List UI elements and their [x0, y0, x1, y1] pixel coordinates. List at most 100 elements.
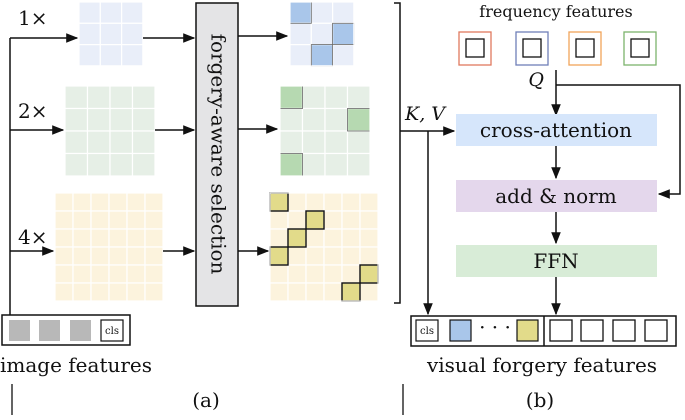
- out-grid-4x-cell: [323, 210, 343, 230]
- out-grid-1x-selected-cell: [332, 22, 355, 46]
- grid-4x-cell: [126, 282, 146, 302]
- output-cls-token: [415, 319, 439, 342]
- output-frequency-token: [549, 319, 573, 342]
- out-grid-4x-selected-cell: [269, 246, 289, 266]
- out-grid-1x-cell: [332, 43, 355, 67]
- grid-4x-cell: [90, 282, 110, 302]
- out-grid-4x-cell: [305, 192, 325, 212]
- out-grid-4x-cell: [341, 264, 361, 284]
- grid-1x-cell: [99, 1, 123, 24]
- out-grid-2x-cell: [346, 85, 371, 110]
- grid-1x-cell: [78, 22, 101, 46]
- grid-2x-cell: [86, 107, 111, 132]
- grid-4x-cell: [126, 264, 146, 284]
- grid-4x-cell: [54, 264, 74, 284]
- out-grid-2x-selected-cell: [279, 85, 304, 110]
- out-grid-1x-selected-cell: [310, 43, 334, 67]
- out-grid-4x-cell: [305, 264, 325, 284]
- feature-grid-2x: [64, 85, 156, 177]
- grid-4x-cell: [90, 264, 110, 284]
- grid-2x-cell: [131, 107, 156, 132]
- out-grid-4x-cell: [359, 192, 379, 212]
- output-frequency-tokens: [549, 319, 668, 342]
- frequency-token: [465, 38, 485, 58]
- image-token-3: [70, 320, 91, 341]
- out-grid-2x-cell: [346, 152, 371, 177]
- grid-2x-cell: [86, 130, 111, 155]
- out-grid-4x-frame: [269, 192, 379, 302]
- grid-4x-cell: [126, 210, 146, 230]
- grid-4x-cell: [126, 246, 146, 266]
- out-grid-2x-cell: [346, 130, 371, 155]
- out-grid-1x-cell: [332, 1, 355, 24]
- q-label: Q: [528, 69, 544, 91]
- image-token-2: [39, 320, 60, 341]
- frequency-token: [575, 38, 595, 58]
- out-grid-4x-cell: [287, 210, 307, 230]
- grid-4x-cell: [54, 228, 74, 248]
- out-grid-4x-cell: [305, 246, 325, 266]
- out-grid-2x-cell: [301, 107, 326, 132]
- output-token-blue: [449, 319, 472, 342]
- out-grid-4x-cell: [323, 192, 343, 212]
- grid-4x-cell: [126, 192, 146, 212]
- out-grid-4x-cell: [269, 228, 289, 248]
- scale-label-2x: 2×: [18, 99, 47, 123]
- caption-a: (a): [192, 388, 220, 412]
- frequency-tokens: [458, 31, 657, 66]
- grid-4x-cell: [108, 210, 128, 230]
- visual-forgery-features-label: visual forgery features: [426, 353, 657, 377]
- out-grid-4x-selected-cell: [341, 282, 361, 302]
- out-grid-1x-frame: [289, 1, 355, 67]
- cross-attention-label: cross-attention: [480, 118, 632, 142]
- grid-2x-cell: [64, 107, 89, 132]
- frequency-token: [630, 38, 650, 58]
- out-grid-2x-cell: [279, 107, 304, 132]
- out-grid-4x-cell: [305, 282, 325, 302]
- out-grid-2x-frame: [279, 85, 371, 177]
- grid-4x-cell: [144, 264, 164, 284]
- selected-grid-2x: [279, 85, 371, 177]
- scale-label-1x: 1×: [18, 6, 47, 30]
- grid-4x-frame: [54, 192, 164, 302]
- out-grid-4x-cell: [287, 192, 307, 212]
- selection-label: forgery-aware selection: [207, 34, 231, 275]
- grid-4x-cell: [72, 192, 92, 212]
- add-norm-label: add & norm: [495, 184, 617, 208]
- out-grid-2x-cell: [324, 85, 349, 110]
- out-grid-4x-selected-cell: [305, 210, 325, 230]
- scale-label-4x: 4×: [18, 225, 47, 249]
- out-grid-4x-cell: [269, 264, 289, 284]
- add-norm-block: [456, 180, 657, 212]
- image-cls-token: [100, 319, 124, 342]
- grid-4x-cell: [144, 282, 164, 302]
- grid-4x-cell: [90, 246, 110, 266]
- grid-4x-cell: [72, 210, 92, 230]
- cross-attention-block: [456, 114, 657, 146]
- grid-1x-cell: [120, 1, 144, 24]
- grid-2x-cell: [86, 85, 111, 110]
- out-grid-4x-selected-cell: [269, 192, 289, 212]
- grid-2x-cell: [64, 85, 89, 110]
- out-grid-4x-cell: [305, 228, 325, 248]
- image-cls-label: cls: [105, 326, 119, 337]
- out-grid-2x-cell: [301, 152, 326, 177]
- out-grid-4x-selected-cell: [287, 228, 307, 248]
- ffn-block: [456, 245, 657, 277]
- out-grid-1x-cell: [289, 22, 312, 46]
- out-grid-1x-cell: [310, 1, 334, 24]
- out-grid-2x-cell: [279, 130, 304, 155]
- ffn-label: FFN: [533, 249, 578, 273]
- out-grid-4x-cell: [287, 282, 307, 302]
- frequency-token-border: [623, 31, 657, 66]
- grid-2x-cell: [109, 107, 134, 132]
- grid-4x-cell: [108, 264, 128, 284]
- out-grid-4x-cell: [359, 246, 379, 266]
- kv-label: K, V: [404, 103, 447, 125]
- grid-2x-cell: [131, 85, 156, 110]
- feature-grid-4x: [54, 192, 164, 302]
- out-grid-4x-cell: [269, 210, 289, 230]
- grid-1x-cell: [120, 43, 144, 67]
- grid-1x-cell: [78, 1, 101, 24]
